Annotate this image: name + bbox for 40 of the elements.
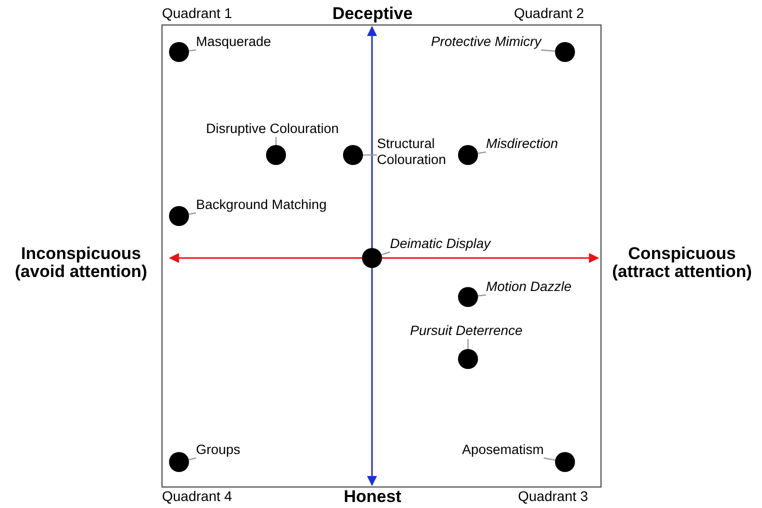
- point-label: Misdirection: [486, 136, 558, 152]
- axis-label: Conspicuous (attract attention): [611, 245, 753, 281]
- quadrant-label: Quadrant 4: [162, 488, 232, 504]
- leader-line: [188, 49, 196, 52]
- axis-label: Honest: [342, 488, 402, 506]
- data-point: [362, 248, 382, 268]
- leader-line: [467, 339, 469, 349]
- data-point: [555, 452, 575, 472]
- data-point: [169, 42, 189, 62]
- data-point: [555, 42, 575, 62]
- data-point: [458, 287, 478, 307]
- data-point: [458, 349, 478, 369]
- leader-line: [363, 154, 377, 156]
- leader-line: [188, 212, 196, 215]
- data-point: [169, 206, 189, 226]
- quadrant-label: Quadrant 3: [518, 488, 588, 504]
- data-point: [266, 145, 286, 165]
- leader-line: [478, 151, 486, 154]
- leader-line: [381, 251, 390, 256]
- point-label: Masquerade: [196, 34, 272, 50]
- data-point: [458, 145, 478, 165]
- data-point: [343, 145, 363, 165]
- data-point: [169, 452, 189, 472]
- leader-line: [544, 457, 556, 461]
- point-label: Disruptive Colouration: [206, 121, 339, 137]
- point-label: Structural Colouration: [377, 136, 459, 168]
- point-label: Groups: [196, 442, 240, 458]
- leader-line: [188, 457, 196, 460]
- leader-line: [541, 49, 556, 52]
- point-label: Background Matching: [196, 197, 327, 213]
- point-label: Deimatic Display: [390, 236, 491, 252]
- quadrant-label: Quadrant 2: [514, 5, 584, 21]
- axis-label: Inconspicuous (avoid attention): [14, 245, 148, 281]
- leader-line: [478, 294, 486, 296]
- point-label: Motion Dazzle: [486, 279, 572, 295]
- quadrant-label: Quadrant 1: [162, 5, 232, 21]
- point-label: Protective Mimicry: [431, 34, 542, 50]
- point-label: Pursuit Deterrence: [410, 323, 523, 339]
- axis-label: Deceptive: [331, 5, 414, 23]
- point-label: Aposematism: [462, 442, 544, 458]
